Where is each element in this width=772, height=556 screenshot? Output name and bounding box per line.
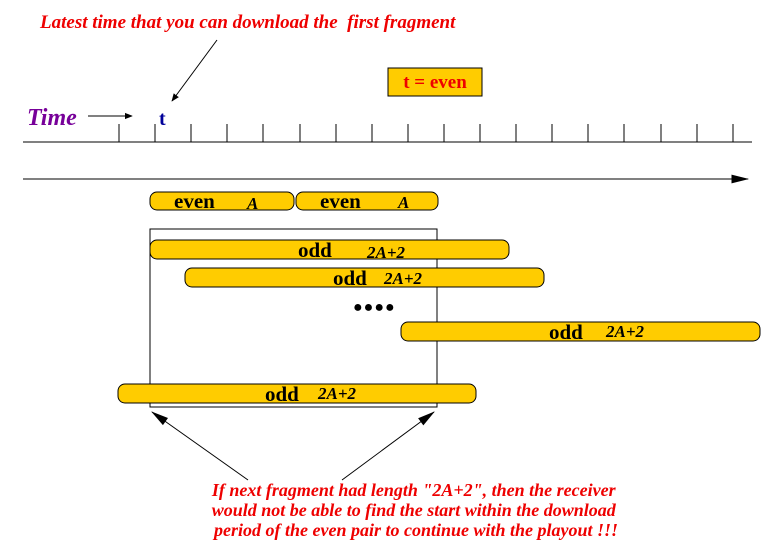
bottom-annotation: If next fragment had length "2A+2", then… [211, 480, 620, 540]
fragment-word: odd [333, 266, 367, 290]
annotation-pointer-arrow [171, 39, 218, 102]
t-label: t [159, 108, 166, 130]
fragment-odd-2: odd 2A+2 [184, 266, 545, 290]
fragment-word: odd [298, 238, 332, 262]
left-corner-arrow [151, 411, 249, 481]
fragment-word: odd [549, 320, 583, 344]
fragment-even-1: even A [149, 189, 295, 213]
right-corner-arrow [341, 411, 435, 481]
fragment-length: A [397, 193, 409, 212]
fragment-word: even [174, 189, 215, 213]
top-annotation: Latest time that you can download the fi… [39, 12, 456, 33]
legend-box [387, 67, 483, 97]
fragment-length: 2A+2 [383, 269, 423, 288]
fragment-length: 2A+2 [317, 384, 357, 403]
fragment-even-2: even A [295, 189, 439, 213]
fragment-word: even [320, 189, 361, 213]
fragment-word: odd [265, 382, 299, 406]
fragment-length: 2A+2 [366, 243, 406, 262]
fragment-length: 2A+2 [605, 322, 645, 341]
fragment-odd-1: odd 2A+2 [149, 238, 510, 262]
legend-label: t = even [403, 72, 467, 93]
ellipsis-dots: ●●●● [353, 299, 396, 316]
bottom-annotation-line: would not be able to find the start with… [212, 500, 617, 520]
bottom-annotation-line: If next fragment had length "2A+2", then… [211, 480, 617, 500]
tick-marks [118, 124, 734, 142]
fragment-length: A [246, 194, 258, 213]
time-label: Time [27, 105, 77, 131]
bottom-annotation-line: period of the even pair to continue with… [212, 520, 618, 540]
download-window-box [149, 228, 438, 408]
fragment-odd-4: odd 2A+2 [117, 382, 477, 406]
fragment-odd-3: odd 2A+2 [400, 320, 761, 344]
